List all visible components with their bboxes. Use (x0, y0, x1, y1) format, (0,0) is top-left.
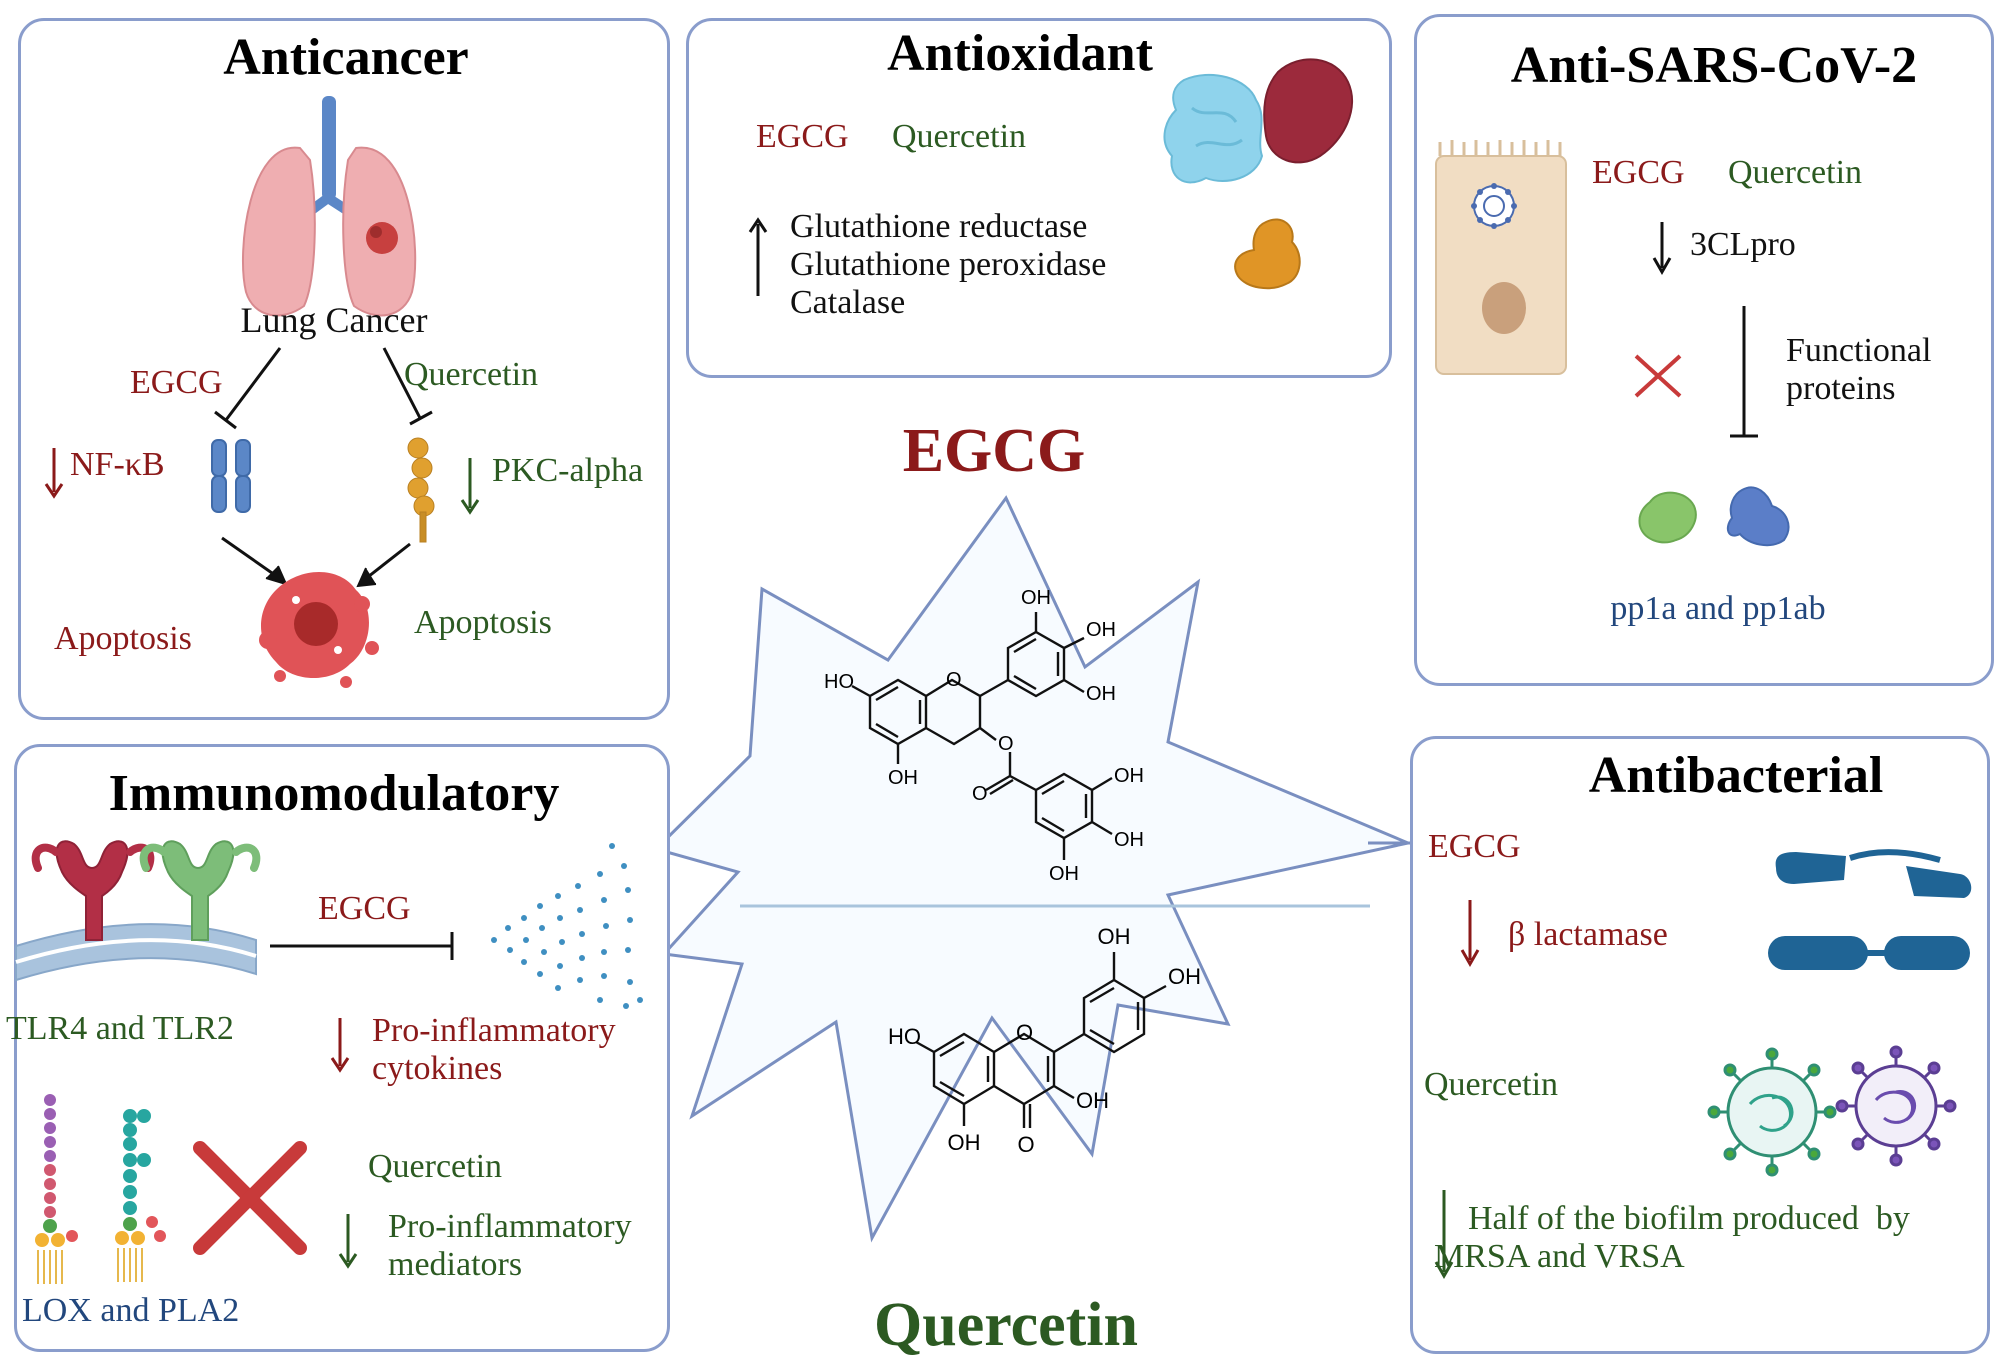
epithelial-cell-icon (1435, 140, 1567, 375)
3clpro-label: 3CLpro (1690, 226, 1796, 263)
antioxidant-quercetin-label: Quercetin (892, 118, 1027, 155)
antibacterial-panel (1410, 736, 1990, 1354)
inhibition-line-icon (270, 932, 454, 960)
anti-sars-cov-2-title: Anti-SARS-CoV-2 (1510, 37, 1918, 94)
quercetin-center-title: Quercetin (873, 1291, 1139, 1359)
down-arrow-icon (330, 1018, 350, 1073)
apoptosis-egcg-label: Apoptosis (54, 620, 192, 657)
functional-proteins-label-1: Functional (1786, 332, 1932, 369)
virus-icon (1471, 183, 1517, 229)
lung-cancer-label: Lung Cancer (240, 300, 428, 340)
down-arrow-icon (338, 1214, 358, 1269)
quercetin-atom-label: OH (1076, 1088, 1109, 1113)
quercetin-atom-label: OH (1098, 924, 1131, 949)
egcg-atom-label: O (946, 669, 962, 691)
egcg-atom-label: HO (824, 671, 854, 693)
immuno-egcg-label: EGCG (318, 890, 411, 927)
egcg-center-title: EGCG (902, 417, 1086, 485)
quercetin-atom-label: O (1016, 1020, 1033, 1045)
tlr-label: TLR4 and TLR2 (6, 1010, 234, 1047)
egcg-atom-label: OH (1086, 619, 1116, 641)
pp1a-pp1ab-label: pp1a and pp1ab (1610, 590, 1826, 627)
antioxidant-egcg-label: EGCG (756, 118, 849, 155)
lipid-protein-icon (35, 1094, 78, 1284)
mediators-label-1: Pro-inflammatory (388, 1208, 632, 1245)
virus-icon (1835, 1045, 1957, 1167)
anticancer-egcg-label: EGCG (130, 364, 223, 401)
cytokine-particles-icon (491, 843, 643, 1009)
egcg-atom-label: OH (1114, 829, 1144, 851)
biofilm-label-1: Half of the biofilm produced by (1468, 1200, 1910, 1237)
nfkb-label: NF-κB (70, 446, 165, 483)
egcg-atom-label: OH (1049, 863, 1079, 885)
cytokines-label-1: Pro-inflammatory (372, 1012, 616, 1049)
quercetin-atom-label: OH (1168, 964, 1201, 989)
mediators-label-2: mediators (388, 1246, 523, 1283)
enzyme-blob-icon (1263, 58, 1353, 164)
bacteria-icon (1768, 936, 1970, 970)
inhibition-bar-icon (1730, 306, 1758, 438)
immunomodulatory-title: Immunomodulatory (108, 765, 560, 822)
down-arrow-icon (1652, 222, 1672, 276)
receptor-protein-icon (211, 439, 251, 513)
egcg-atom-label: OH (1086, 683, 1116, 705)
down-arrow-icon (44, 448, 64, 499)
quercetin-atom-label: HO (888, 1024, 921, 1049)
glutathione-peroxidase-label: Glutathione peroxidase (790, 246, 1107, 283)
toll-like-receptor-icon (139, 840, 261, 941)
egcg-atom-label: OH (1114, 765, 1144, 787)
egcg-atom-label: O (972, 783, 988, 805)
biofilm-label-2: MRSA and VRSA (1434, 1238, 1685, 1275)
pkc-alpha-label: PKC-alpha (492, 452, 644, 489)
enzyme-blob-icon (1234, 218, 1301, 290)
quercetin-atom-label: O (1017, 1132, 1034, 1157)
sars-quercetin-label: Quercetin (1728, 154, 1863, 191)
anticancer-title: Anticancer (223, 29, 469, 86)
down-arrow-icon (1434, 1190, 1454, 1280)
cytokines-label-2: cytokines (372, 1050, 503, 1087)
enzyme-blob-icon (1726, 486, 1790, 547)
antioxidant-title: Antioxidant (887, 25, 1153, 82)
beta-lactamase-label: β lactamase (1508, 916, 1668, 953)
down-arrow-icon (1460, 900, 1480, 968)
bacteria-icon (1775, 849, 1972, 898)
glutathione-reductase-label: Glutathione reductase (790, 208, 1088, 245)
tumor-cell-icon (259, 572, 379, 688)
lipid-protein-icon (115, 1109, 166, 1282)
apoptosis-quercetin-label: Apoptosis (414, 604, 552, 641)
enzyme-blob-icon (1163, 73, 1264, 184)
cross-icon (1634, 354, 1682, 398)
sars-egcg-label: EGCG (1592, 154, 1685, 191)
egcg-atom-label: OH (888, 767, 918, 789)
antibacterial-quercetin-label: Quercetin (1424, 1066, 1559, 1103)
immuno-quercetin-label: Quercetin (368, 1148, 503, 1185)
antibacterial-egcg-label: EGCG (1428, 828, 1521, 865)
egcg-atom-label: O (998, 733, 1014, 755)
lox-pla2-label: LOX and PLA2 (22, 1292, 240, 1329)
lung-icon (241, 96, 417, 317)
down-arrow-icon (460, 458, 480, 515)
antibacterial-title: Antibacterial (1588, 747, 1884, 804)
functional-proteins-label-2: proteins (1786, 370, 1896, 407)
catalase-label: Catalase (790, 284, 906, 321)
kinase-protein-icon (407, 437, 435, 543)
up-arrow-icon (748, 217, 768, 296)
cross-icon (193, 1141, 307, 1255)
enzyme-blob-icon (1638, 491, 1697, 544)
virus-icon (1707, 1047, 1837, 1177)
quercetin-atom-label: OH (948, 1130, 981, 1155)
starburst-shape (653, 495, 1413, 1243)
anticancer-quercetin-label: Quercetin (404, 356, 539, 393)
egcg-atom-label: OH (1021, 587, 1051, 609)
